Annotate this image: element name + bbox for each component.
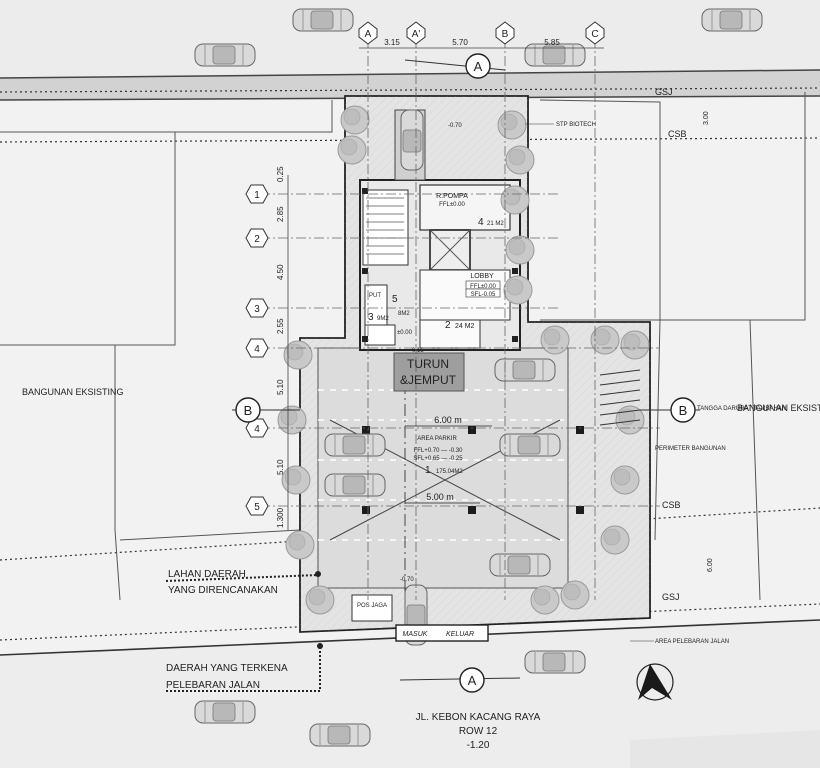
guard-post: [351, 594, 393, 622]
section-marker-b-right: B: [640, 397, 700, 423]
bottom-road: [0, 507, 820, 768]
perimeter-label: PERIMETER BANGUNAN: [655, 446, 726, 452]
level-015: 0.15: [412, 348, 424, 354]
grid-2: 2: [254, 234, 260, 245]
existing-building-left: BANGUNAN EKSISTING: [22, 387, 124, 397]
pump-room-level: FFL±0.00: [439, 202, 465, 208]
room-3-number: 3: [368, 312, 374, 323]
neighbour-boundaries: [0, 92, 806, 601]
grid-lines: [260, 38, 660, 600]
grid-1: 1: [254, 190, 260, 201]
north-arrow-icon: [636, 663, 674, 701]
svg-text:B: B: [244, 403, 253, 418]
columns: [362, 426, 584, 514]
room-2-area: 24 M2: [455, 323, 475, 330]
dim-top-1: 3.15: [384, 38, 400, 47]
dim-side-5: 5.10: [276, 379, 285, 395]
svg-text:B: B: [679, 403, 688, 418]
exit-label: KELUAR: [446, 631, 474, 638]
gate: [395, 624, 489, 642]
stp-label: STP BIOTECH: [556, 122, 596, 128]
dim-side-3: 4.50: [276, 264, 285, 280]
gsj-top: GSJ: [655, 87, 673, 97]
dim-top-3: 5.85: [544, 38, 560, 47]
parking-room-number: 1: [425, 465, 431, 476]
road-name: JL. KEBON KACANG RAYA: [416, 712, 541, 723]
road-row: ROW 12: [459, 726, 498, 737]
pos-jaga-label: POS JAGA: [357, 603, 387, 609]
ramp-bottom-level: -0.70: [400, 577, 414, 583]
emergency-stair: [599, 369, 641, 426]
csb-bottom: CSB: [662, 500, 681, 510]
ramp-top-level: -0.70: [448, 123, 462, 129]
parking-area-label: AREA PARKIR: [417, 436, 457, 442]
planned-area-line-2: YANG DIRENCANAKAN: [168, 585, 278, 596]
csb-top: CSB: [668, 129, 687, 139]
grid-c: C: [591, 29, 598, 40]
road-level: -1.20: [467, 740, 490, 751]
entry-label: MASUK: [403, 631, 428, 638]
road-widening-label: AREA PELEBARAN JALAN: [655, 639, 729, 645]
put-label: PUT: [369, 293, 381, 299]
dropoff-zone: [393, 352, 465, 392]
dropoff-label-1: TURUN: [407, 357, 449, 371]
room-4-area: 21 M2: [487, 221, 504, 227]
dim-300: 3.00: [703, 111, 710, 125]
dim-side-6: 5.10: [276, 459, 285, 475]
grid-bubbles-left: [245, 184, 269, 516]
grid-5: 5: [254, 502, 260, 513]
room-3-area: 9M2: [377, 316, 389, 322]
grid-a: A: [365, 29, 372, 40]
gsj-bottom: GSJ: [662, 592, 680, 602]
parking-room-area: 175.04M2: [436, 469, 463, 475]
grid-a-prime: A': [412, 29, 421, 40]
section-marker-a-bottom: A: [399, 667, 521, 693]
affected-area-line-2: PELEBARAN JALAN: [166, 680, 260, 691]
level-000: ±0.00: [397, 330, 413, 336]
dim-600: 6.00: [707, 558, 714, 572]
lane-width-2: 5.00 m: [426, 492, 454, 502]
room-2-number: 2: [445, 320, 451, 331]
planned-area-line-1: LAHAN DAERAH: [168, 569, 246, 580]
dim-side-2: 2.85: [276, 206, 285, 222]
dim-side-4: 2.55: [276, 318, 285, 334]
room-4-number: 4: [478, 217, 484, 228]
room-5-area: 8M2: [398, 311, 410, 317]
pump-room-label: R.POMPA: [436, 193, 468, 200]
room-5-number: 5: [392, 294, 398, 305]
dim-side-1: 0.25: [276, 166, 285, 182]
dim-top-2: 5.70: [452, 38, 468, 47]
section-marker-b-left: B: [232, 397, 300, 423]
parking-sfl: SFL+0.65 — -0.25: [413, 456, 463, 462]
svg-text:A: A: [468, 673, 477, 688]
svg-text:A: A: [474, 59, 483, 74]
section-marker-a-top: A: [404, 53, 506, 79]
lobby-label: LOBBY: [470, 273, 494, 280]
affected-area-line-1: DAERAH YANG TERKENA: [166, 663, 288, 674]
lane-width-1: 6.00 m: [434, 415, 462, 425]
dropoff-label-2: &JEMPUT: [400, 373, 457, 387]
grid-b: B: [502, 29, 509, 40]
lobby-ffl: FFL±0.00: [470, 284, 496, 290]
stair-note: TANGGA DARURAT TAMBAHAN: [697, 406, 786, 412]
lobby-sfl: SFL-0.05: [471, 292, 496, 298]
dim-side-7: 1.300: [276, 507, 285, 528]
grid-4b: 4: [254, 424, 260, 435]
existing-building-right: BANGUNAN EKSISTING: [737, 403, 820, 413]
grid-4: 4: [254, 344, 260, 355]
parking-ffl: FFL+0.70 — -0.30: [414, 448, 464, 454]
grid-3: 3: [254, 304, 260, 315]
grid-bubbles-top: [358, 21, 605, 45]
